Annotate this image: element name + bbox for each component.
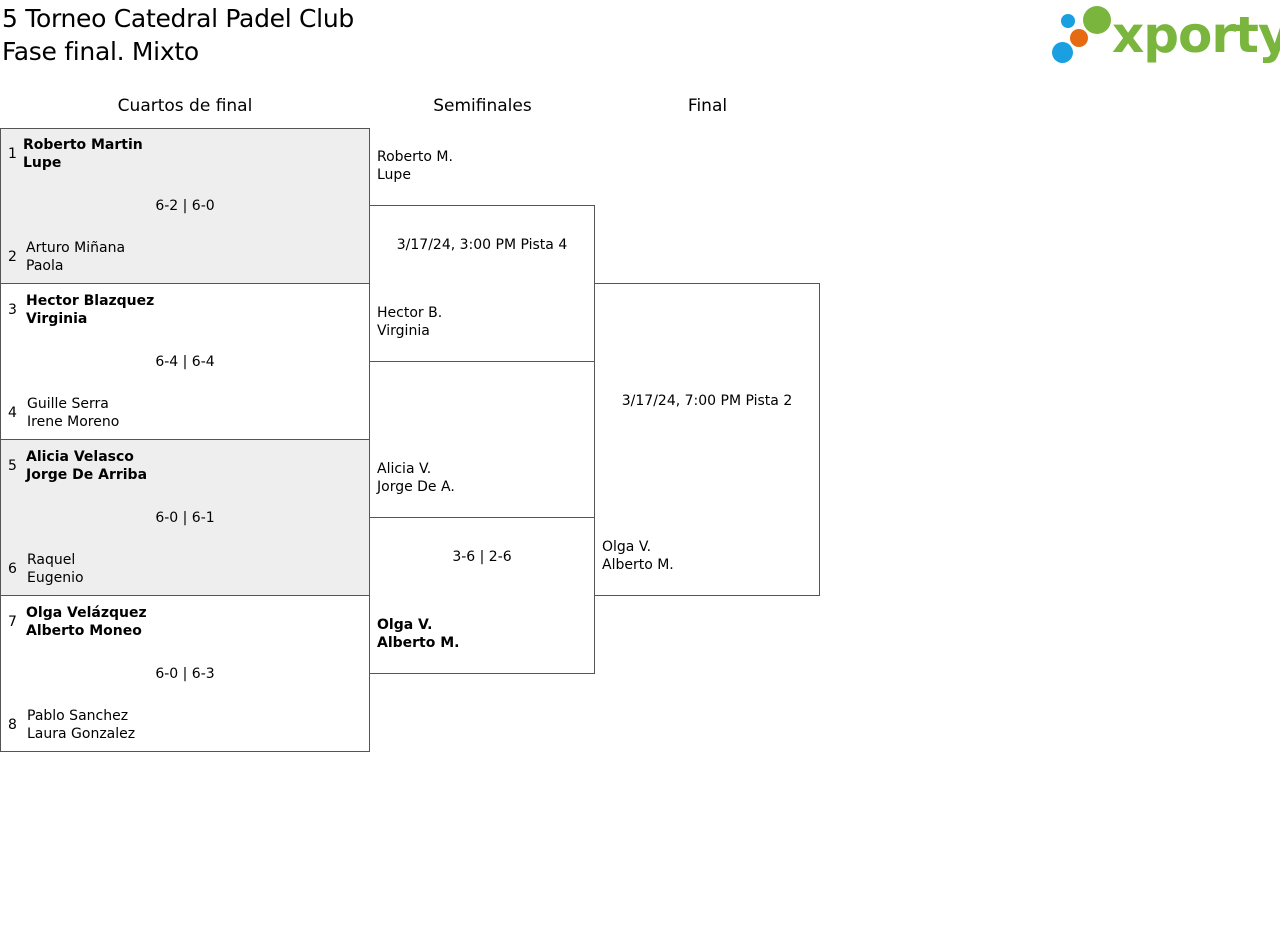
match-score: 6-0 | 6-1 xyxy=(155,510,215,526)
player-name: Alberto Moneo xyxy=(26,623,142,639)
semifinal-1-team-bottom: Hector B. Virginia xyxy=(377,304,442,340)
player-name: Alberto M. xyxy=(602,557,674,573)
player-name: Hector Blazquez xyxy=(26,293,155,309)
quarterfinal-match-2: 3 Hector Blazquez Virginia 6-4 | 6-4 4 G… xyxy=(0,283,370,440)
player-name: Alicia Velasco xyxy=(26,449,134,465)
player-name: Pablo Sanchez xyxy=(27,708,129,724)
match-score: 3-6 | 2-6 xyxy=(452,549,512,565)
page-subtitle: Fase final. Mixto xyxy=(2,37,199,66)
player-name: Irene Moreno xyxy=(27,414,120,430)
logo-dot-green-icon xyxy=(1083,6,1111,34)
round-header-semifinals: Semifinales xyxy=(433,96,532,116)
semifinal-2-team-bottom: Olga V. Alberto M. xyxy=(377,616,460,652)
round-header-final: Final xyxy=(687,96,728,116)
player-name: Arturo Miñana xyxy=(26,240,126,256)
team-bottom: Arturo Miñana Paola xyxy=(26,239,125,275)
team-bottom: Raquel Eugenio xyxy=(27,551,84,587)
team-top: Olga Velázquez Alberto Moneo xyxy=(26,604,147,640)
semifinal-2-team-top: Alicia V. Jorge De A. xyxy=(377,460,455,496)
player-name: Virginia xyxy=(26,311,88,327)
player-name: Roberto M. xyxy=(377,149,453,165)
seed-number: 4 xyxy=(8,405,17,421)
player-name: Olga V. xyxy=(602,539,652,555)
quarterfinal-match-4: 7 Olga Velázquez Alberto Moneo 6-0 | 6-3… xyxy=(0,595,370,752)
seed-number: 1 xyxy=(8,146,17,162)
quarterfinal-match-3: 5 Alicia Velasco Jorge De Arriba 6-0 | 6… xyxy=(0,439,370,596)
player-name: Hector B. xyxy=(377,305,443,321)
player-name: Jorge De A. xyxy=(377,479,455,495)
player-name: Lupe xyxy=(23,155,62,171)
semifinal-1-team-top: Roberto M. Lupe xyxy=(377,148,453,184)
team-bottom: Guille Serra Irene Moreno xyxy=(27,395,119,431)
semifinal-match-1: 3/17/24, 3:00 PM Pista 4 Hector B. Virgi… xyxy=(369,205,595,362)
logo-dot-blue-large-icon xyxy=(1052,42,1073,63)
xporty-logo: xporty xyxy=(1050,4,1280,66)
round-header-quarterfinals: Cuartos de final xyxy=(117,96,253,116)
seed-number: 7 xyxy=(8,614,17,630)
player-name: Lupe xyxy=(377,167,411,183)
player-name: Olga Velázquez xyxy=(26,605,147,621)
seed-number: 8 xyxy=(8,717,17,733)
player-name: Jorge De Arriba xyxy=(26,467,148,483)
player-name: Alicia V. xyxy=(377,461,432,477)
match-schedule: 3/17/24, 7:00 PM Pista 2 xyxy=(621,393,793,409)
match-schedule: 3/17/24, 3:00 PM Pista 4 xyxy=(396,237,568,253)
player-name: Paola xyxy=(26,258,64,274)
logo-wordmark: xporty xyxy=(1112,6,1280,64)
team-top: Alicia Velasco Jorge De Arriba xyxy=(26,448,147,484)
page-title: 5 Torneo Catedral Padel Club xyxy=(2,4,354,33)
title-block: 5 Torneo Catedral Padel Club Fase final.… xyxy=(2,2,354,68)
seed-number: 6 xyxy=(8,561,17,577)
team-bottom: Pablo Sanchez Laura Gonzalez xyxy=(27,707,135,743)
seed-number: 5 xyxy=(8,458,17,474)
match-score: 6-0 | 6-3 xyxy=(155,666,215,682)
final-match: 3/17/24, 7:00 PM Pista 2 Olga V. Alberto… xyxy=(594,283,820,596)
match-score: 6-2 | 6-0 xyxy=(155,198,215,214)
final-team-bottom: Olga V. Alberto M. xyxy=(602,538,674,574)
player-name: Roberto Martin xyxy=(23,137,143,153)
semifinal-match-2: 3-6 | 2-6 Olga V. Alberto M. xyxy=(369,517,595,674)
logo-dot-blue-small-icon xyxy=(1061,14,1075,28)
seed-number: 2 xyxy=(8,249,17,265)
player-name: Guille Serra xyxy=(27,396,109,412)
match-score: 6-4 | 6-4 xyxy=(155,354,215,370)
player-name: Virginia xyxy=(377,323,430,339)
player-name: Laura Gonzalez xyxy=(27,726,136,742)
logo-dot-orange-icon xyxy=(1070,29,1088,47)
team-top: Hector Blazquez Virginia xyxy=(26,292,154,328)
team-top: Roberto Martin Lupe xyxy=(23,136,143,172)
player-name: Olga V. xyxy=(377,617,433,633)
player-name: Eugenio xyxy=(27,570,84,586)
quarterfinal-match-1: 1 Roberto Martin Lupe 6-2 | 6-0 2 Arturo… xyxy=(0,128,370,284)
player-name: Raquel xyxy=(27,552,76,568)
seed-number: 3 xyxy=(8,302,17,318)
player-name: Alberto M. xyxy=(377,635,460,651)
